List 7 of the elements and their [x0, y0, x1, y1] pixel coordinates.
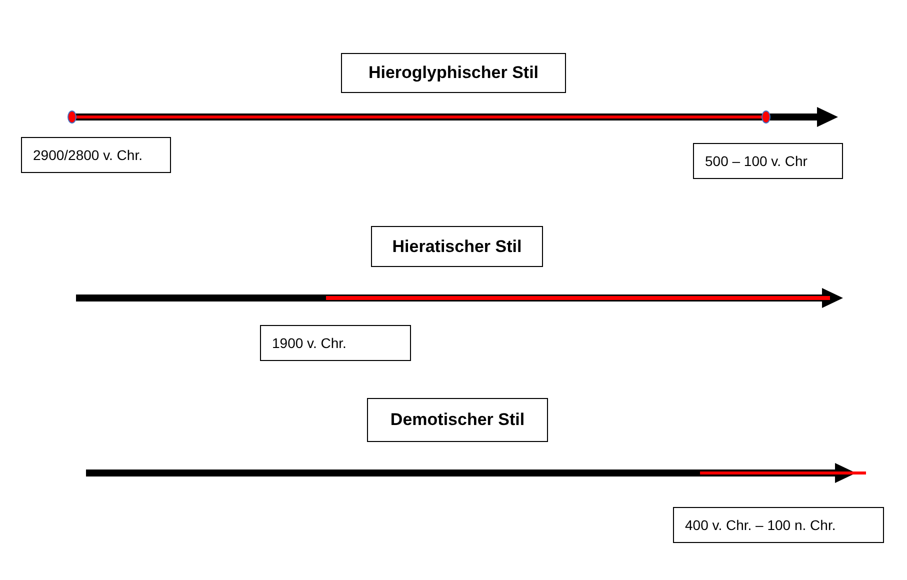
style-title: Hieroglyphischer Stil — [341, 53, 566, 93]
date-label: 1900 v. Chr. — [260, 325, 411, 361]
date-label: 400 v. Chr. – 100 n. Chr. — [673, 507, 884, 543]
style-title: Demotischer Stil — [367, 398, 548, 442]
date-label: 2900/2800 v. Chr. — [21, 137, 171, 173]
style-title: Hieratischer Stil — [371, 226, 543, 267]
date-label: 500 – 100 v. Chr — [693, 143, 843, 179]
